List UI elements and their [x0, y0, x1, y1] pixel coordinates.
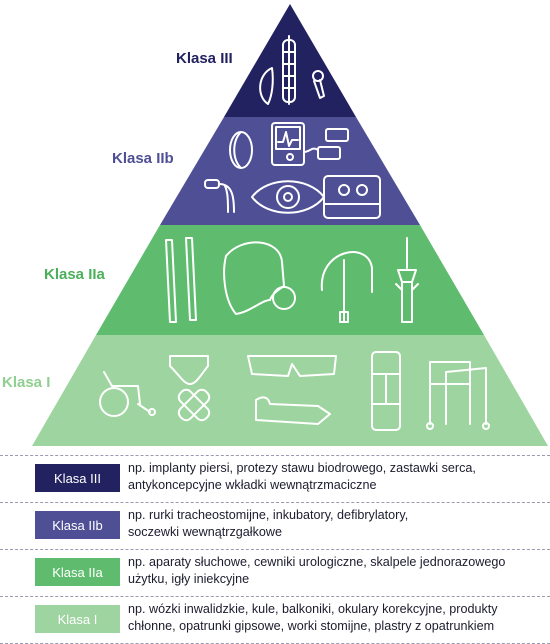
tracheostomy-tube-icon	[204, 179, 235, 213]
hip-prosthesis-icon	[312, 70, 325, 99]
glasses-icon	[247, 355, 337, 377]
legend-description-line: użytku, igły iniekcyjne	[128, 572, 250, 586]
legend-row-klasa-iib: Klasa IIb np. rurki tracheostomijne, ink…	[0, 502, 550, 549]
tier-klasa-iia	[96, 225, 484, 335]
legend-row-klasa-i: Klasa I np. wózki inwalidzkie, kule, bal…	[0, 596, 550, 644]
legend-badge: Klasa III	[35, 464, 120, 492]
legend-description: np. wózki inwalidzkie, kule, balkoniki, …	[128, 601, 548, 635]
lens-icon	[229, 131, 253, 169]
tier-label-klasa-iia: Klasa IIa	[44, 266, 105, 283]
legend-badge: Klasa I	[35, 605, 120, 633]
walker-icon	[426, 361, 490, 430]
legend-description-line: np. rurki tracheostomijne, inkubatory, d…	[128, 508, 409, 522]
legend-badge: Klasa IIa	[35, 558, 120, 586]
crutches-icon	[371, 351, 401, 431]
legend-row-klasa-iii: Klasa III np. implanty piersi, protezy s…	[0, 455, 550, 502]
legend: Klasa III np. implanty piersi, protezy s…	[0, 455, 550, 644]
tier-label-klasa-iii: Klasa III	[176, 50, 233, 67]
legend-description-line: soczewki wewnątrzgałkowe	[128, 525, 282, 539]
legend-badge: Klasa IIb	[35, 511, 120, 539]
tier-label-klasa-i: Klasa I	[2, 374, 51, 391]
legend-description: np. aparaty słuchowe, cewniki urologiczn…	[128, 554, 548, 588]
legend-row-klasa-iia: Klasa IIa np. aparaty słuchowe, cewniki …	[0, 549, 550, 596]
defibrillator-icon	[303, 128, 349, 160]
legend-description: np. implanty piersi, protezy stawu biodr…	[128, 460, 548, 494]
pyramid-diagram	[32, 4, 548, 446]
wheelchair-icon	[99, 371, 156, 417]
legend-description-line: antykoncepcyjne wkładki wewnątrzmaciczne	[128, 478, 377, 492]
catheter-icon	[320, 251, 373, 323]
bandage-icon	[177, 388, 211, 422]
tier-klasa-iib	[160, 117, 420, 225]
legend-description-line: chłonne, opatrunki gipsowe, worki stomij…	[128, 619, 495, 633]
scalpel-icon	[165, 237, 197, 323]
hearing-aid-icon	[223, 241, 296, 315]
legend-description-line: np. implanty piersi, protezy stawu biodr…	[128, 461, 476, 475]
spine-implant-icon	[282, 35, 296, 105]
monitor-device-icon	[271, 122, 305, 166]
breast-implant-icon	[259, 67, 274, 105]
incubator-icon	[323, 175, 381, 219]
cast-arm-icon	[255, 396, 331, 425]
syringe-needle-icon	[395, 237, 419, 323]
legend-description: np. rurki tracheostomijne, inkubatory, d…	[128, 507, 548, 541]
legend-description-line: np. wózki inwalidzkie, kule, balkoniki, …	[128, 602, 498, 616]
tier-label-klasa-iib: Klasa IIb	[112, 150, 174, 167]
tier-klasa-i	[32, 335, 548, 446]
absorbent-pants-icon	[169, 355, 209, 385]
legend-description-line: np. aparaty słuchowe, cewniki urologiczn…	[128, 555, 506, 569]
